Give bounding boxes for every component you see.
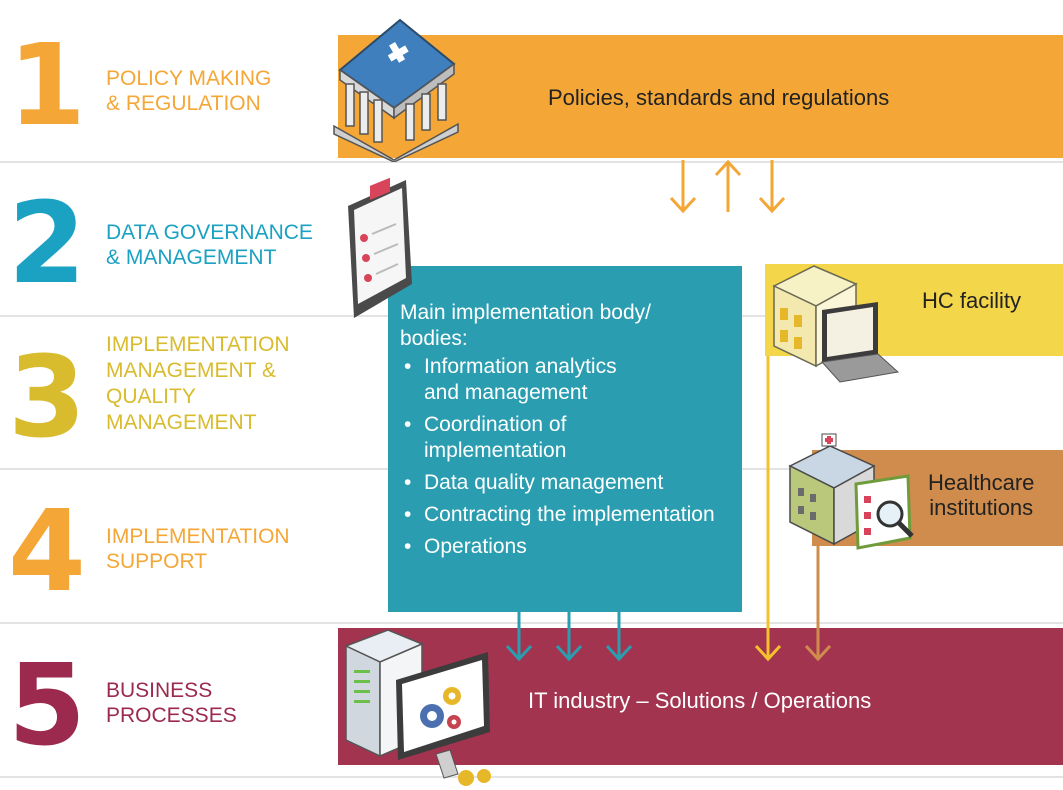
main-body-item: Data quality management: [400, 470, 736, 496]
healthcare-institutions-label: Healthcare institutions: [928, 470, 1034, 520]
row-divider: [0, 622, 1063, 624]
policy-arrows: [669, 159, 786, 214]
monitor-gears-icon: [396, 652, 491, 786]
main-body-list: Information analytics and management Coo…: [400, 354, 736, 560]
level-1-title-line: & REGULATION: [106, 92, 261, 115]
level-3-title-line: MANAGEMENT &: [106, 359, 276, 382]
level-5-title: BUSINESS PROCESSES: [106, 678, 237, 728]
main-body-item: Operations: [400, 534, 736, 560]
policy-band: [338, 35, 1063, 158]
laptop-icon: [821, 302, 900, 383]
level-3-title: IMPLEMENTATION MANAGEMENT & QUALITY MANA…: [106, 332, 290, 436]
main-body-arrows: [505, 612, 633, 662]
level-3-title-line: MANAGEMENT: [106, 411, 257, 434]
level-2-title: DATA GOVERNANCE & MANAGEMENT: [106, 220, 313, 270]
level-2-title-line: & MANAGEMENT: [106, 246, 277, 269]
magnifier-report-icon: [854, 474, 914, 550]
level-3-title-line: IMPLEMENTATION: [106, 333, 290, 356]
healthcare-institutions-label-line: institutions: [929, 495, 1034, 520]
main-body-title-line: bodies:: [400, 327, 468, 350]
level-5-title-line: BUSINESS: [106, 679, 213, 702]
main-body-title-line: Main implementation body/: [400, 301, 651, 324]
healthcare-connector: [804, 546, 832, 662]
main-body-item: Coordination of implementation: [400, 412, 614, 464]
tablet-document-icon: [348, 177, 412, 318]
government-building-icon: [333, 18, 459, 162]
it-industry-label: IT industry – Solutions / Operations: [528, 688, 872, 713]
level-2-number: 2: [8, 179, 86, 309]
level-4-title-line: SUPPORT: [106, 550, 208, 573]
level-5-number: 5: [8, 641, 86, 771]
level-1-title: POLICY MAKING & REGULATION: [106, 66, 271, 116]
row-divider: [0, 161, 1063, 163]
level-3-title-line: QUALITY: [106, 385, 196, 408]
row-divider: [0, 776, 1063, 778]
level-3-number: 3: [8, 333, 86, 463]
level-1-title-line: POLICY MAKING: [106, 67, 272, 90]
level-1-number: 1: [8, 21, 86, 151]
main-body-item: Contracting the implementation: [400, 502, 736, 528]
level-4-number: 4: [8, 487, 86, 617]
level-2-title-line: DATA GOVERNANCE: [106, 221, 313, 244]
healthcare-institutions-label-line: Healthcare: [928, 470, 1035, 495]
hc-facility-connector: [754, 356, 782, 662]
level-4-title: IMPLEMENTATION SUPPORT: [106, 524, 290, 574]
hc-facility-label: HC facility: [922, 288, 1022, 313]
level-4-title-line: IMPLEMENTATION: [106, 525, 290, 548]
main-implementation-body: Main implementation body/ bodies: Inform…: [388, 266, 742, 612]
level-5-title-line: PROCESSES: [106, 704, 237, 727]
main-body-item: Information analytics and management: [400, 354, 624, 406]
policy-band-label: Policies, standards and regulations: [548, 85, 890, 110]
